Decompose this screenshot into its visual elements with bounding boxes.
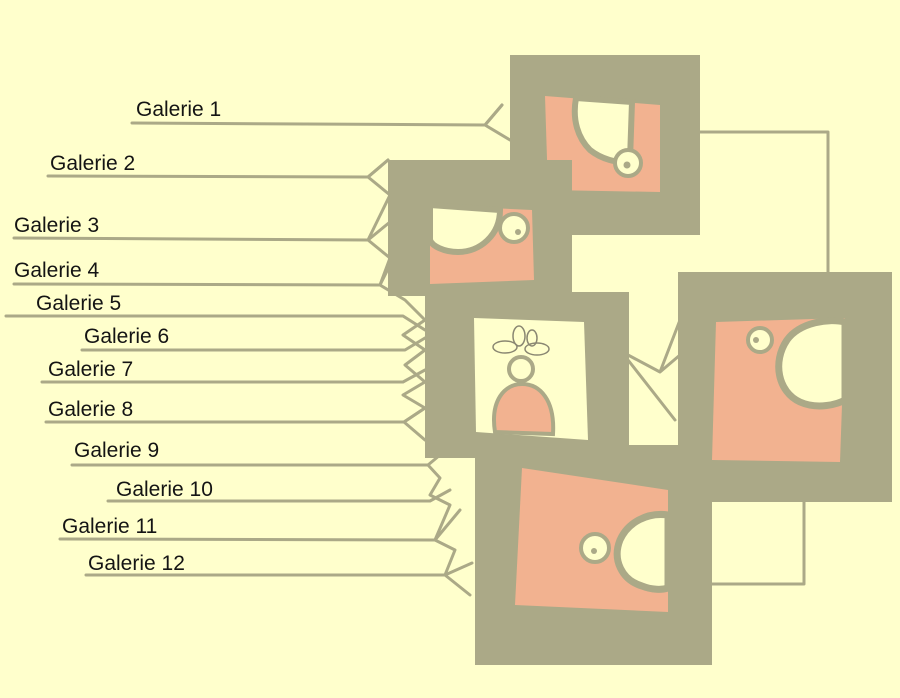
gallery-frame-2[interactable] xyxy=(388,160,572,296)
zigzag-2 xyxy=(366,158,427,322)
nav-link-galerie-4[interactable]: Galerie 4 xyxy=(14,259,100,282)
nav-link-galerie-3[interactable]: Galerie 3 xyxy=(14,214,100,237)
zigzag-4 xyxy=(426,463,472,597)
leader-line-10 xyxy=(106,488,452,503)
nav-link-galerie-2[interactable]: Galerie 2 xyxy=(50,152,136,175)
nav-link-galerie-8[interactable]: Galerie 8 xyxy=(48,398,134,421)
gallery-frame-3[interactable] xyxy=(425,292,629,458)
zigzag-1 xyxy=(483,103,512,142)
gallery-frame-4[interactable] xyxy=(678,272,892,502)
nav-link-galerie-6[interactable]: Galerie 6 xyxy=(84,325,170,348)
connector-middle xyxy=(626,318,682,422)
nav-link-galerie-11[interactable]: Galerie 11 xyxy=(62,515,158,538)
nav-link-galerie-12[interactable]: Galerie 12 xyxy=(88,552,185,575)
leader-line-6 xyxy=(80,336,427,352)
connector-bottom-right xyxy=(710,498,806,586)
nav-link-galerie-7[interactable]: Galerie 7 xyxy=(48,358,134,381)
nav-link-galerie-9[interactable]: Galerie 9 xyxy=(74,439,160,462)
gallery-frame-5[interactable] xyxy=(475,445,712,665)
connector-top-right xyxy=(698,130,830,277)
nav-link-galerie-5[interactable]: Galerie 5 xyxy=(36,292,122,315)
nav-link-galerie-1[interactable]: Galerie 1 xyxy=(136,98,222,121)
leader-line-5 xyxy=(4,314,427,332)
nav-link-galerie-10[interactable]: Galerie 10 xyxy=(116,478,213,501)
